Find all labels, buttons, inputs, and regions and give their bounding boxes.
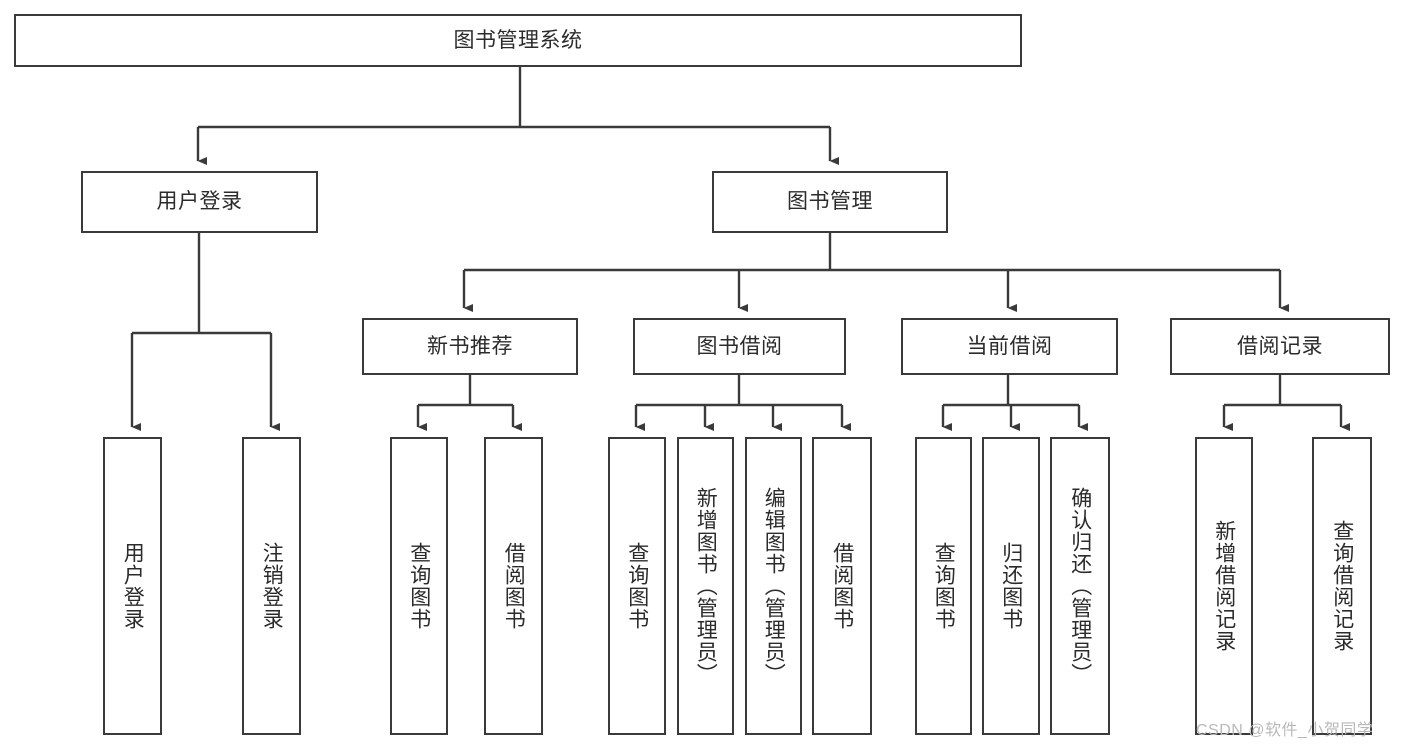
node-label: 查询图书 — [625, 542, 649, 630]
node-label: 新增图书（管理员） — [694, 487, 718, 685]
node-leaf-9[interactable]: 归还图书 — [982, 437, 1040, 735]
node-leaf-5[interactable]: 新增图书（管理员） — [677, 437, 734, 735]
node-label: 查询图书 — [407, 542, 431, 630]
node-label: 图书管理系统 — [453, 28, 583, 52]
node-leaf-8[interactable]: 查询图书 — [915, 437, 972, 735]
node-label: 用户登录 — [121, 542, 145, 630]
node-level3-2[interactable]: 当前借阅 — [901, 318, 1118, 375]
watermark-text: CSDN @软件_小贺同学 — [1196, 722, 1374, 739]
node-level3-1[interactable]: 图书借阅 — [633, 318, 846, 375]
node-label: 借阅图书 — [830, 542, 854, 630]
node-label: 编辑图书（管理员） — [762, 487, 786, 685]
node-label: 注销登录 — [260, 542, 284, 630]
node-label: 确认归还（管理员） — [1068, 487, 1092, 685]
node-leaf-12[interactable]: 查询借阅记录 — [1312, 437, 1372, 735]
node-leaf-3[interactable]: 借阅图书 — [484, 437, 543, 735]
node-label: 图书借阅 — [696, 334, 783, 358]
node-label: 查询图书 — [932, 542, 956, 630]
node-label: 当前借阅 — [966, 334, 1053, 358]
node-label: 用户登录 — [156, 190, 243, 214]
node-leaf-6[interactable]: 编辑图书（管理员） — [745, 437, 802, 735]
node-leaf-10[interactable]: 确认归还（管理员） — [1050, 437, 1110, 735]
node-leaf-2[interactable]: 查询图书 — [390, 437, 448, 735]
node-label: 新增借阅记录 — [1212, 520, 1236, 652]
node-root-system[interactable]: 图书管理系统 — [14, 14, 1022, 67]
node-leaf-0[interactable]: 用户登录 — [103, 437, 162, 735]
node-leaf-4[interactable]: 查询图书 — [608, 437, 666, 735]
node-label: 图书管理 — [787, 190, 873, 214]
node-label: 借阅记录 — [1237, 334, 1323, 358]
node-label: 新书推荐 — [427, 334, 513, 358]
node-level3-3[interactable]: 借阅记录 — [1170, 318, 1390, 375]
node-level2-1[interactable]: 图书管理 — [712, 171, 948, 233]
node-leaf-11[interactable]: 新增借阅记录 — [1195, 437, 1253, 735]
node-label: 归还图书 — [999, 542, 1023, 630]
node-label: 借阅图书 — [502, 542, 526, 630]
node-level2-0[interactable]: 用户登录 — [81, 171, 318, 233]
node-level3-0[interactable]: 新书推荐 — [362, 318, 578, 375]
node-leaf-7[interactable]: 借阅图书 — [812, 437, 872, 735]
node-label: 查询借阅记录 — [1330, 520, 1354, 652]
node-leaf-1[interactable]: 注销登录 — [242, 437, 301, 735]
